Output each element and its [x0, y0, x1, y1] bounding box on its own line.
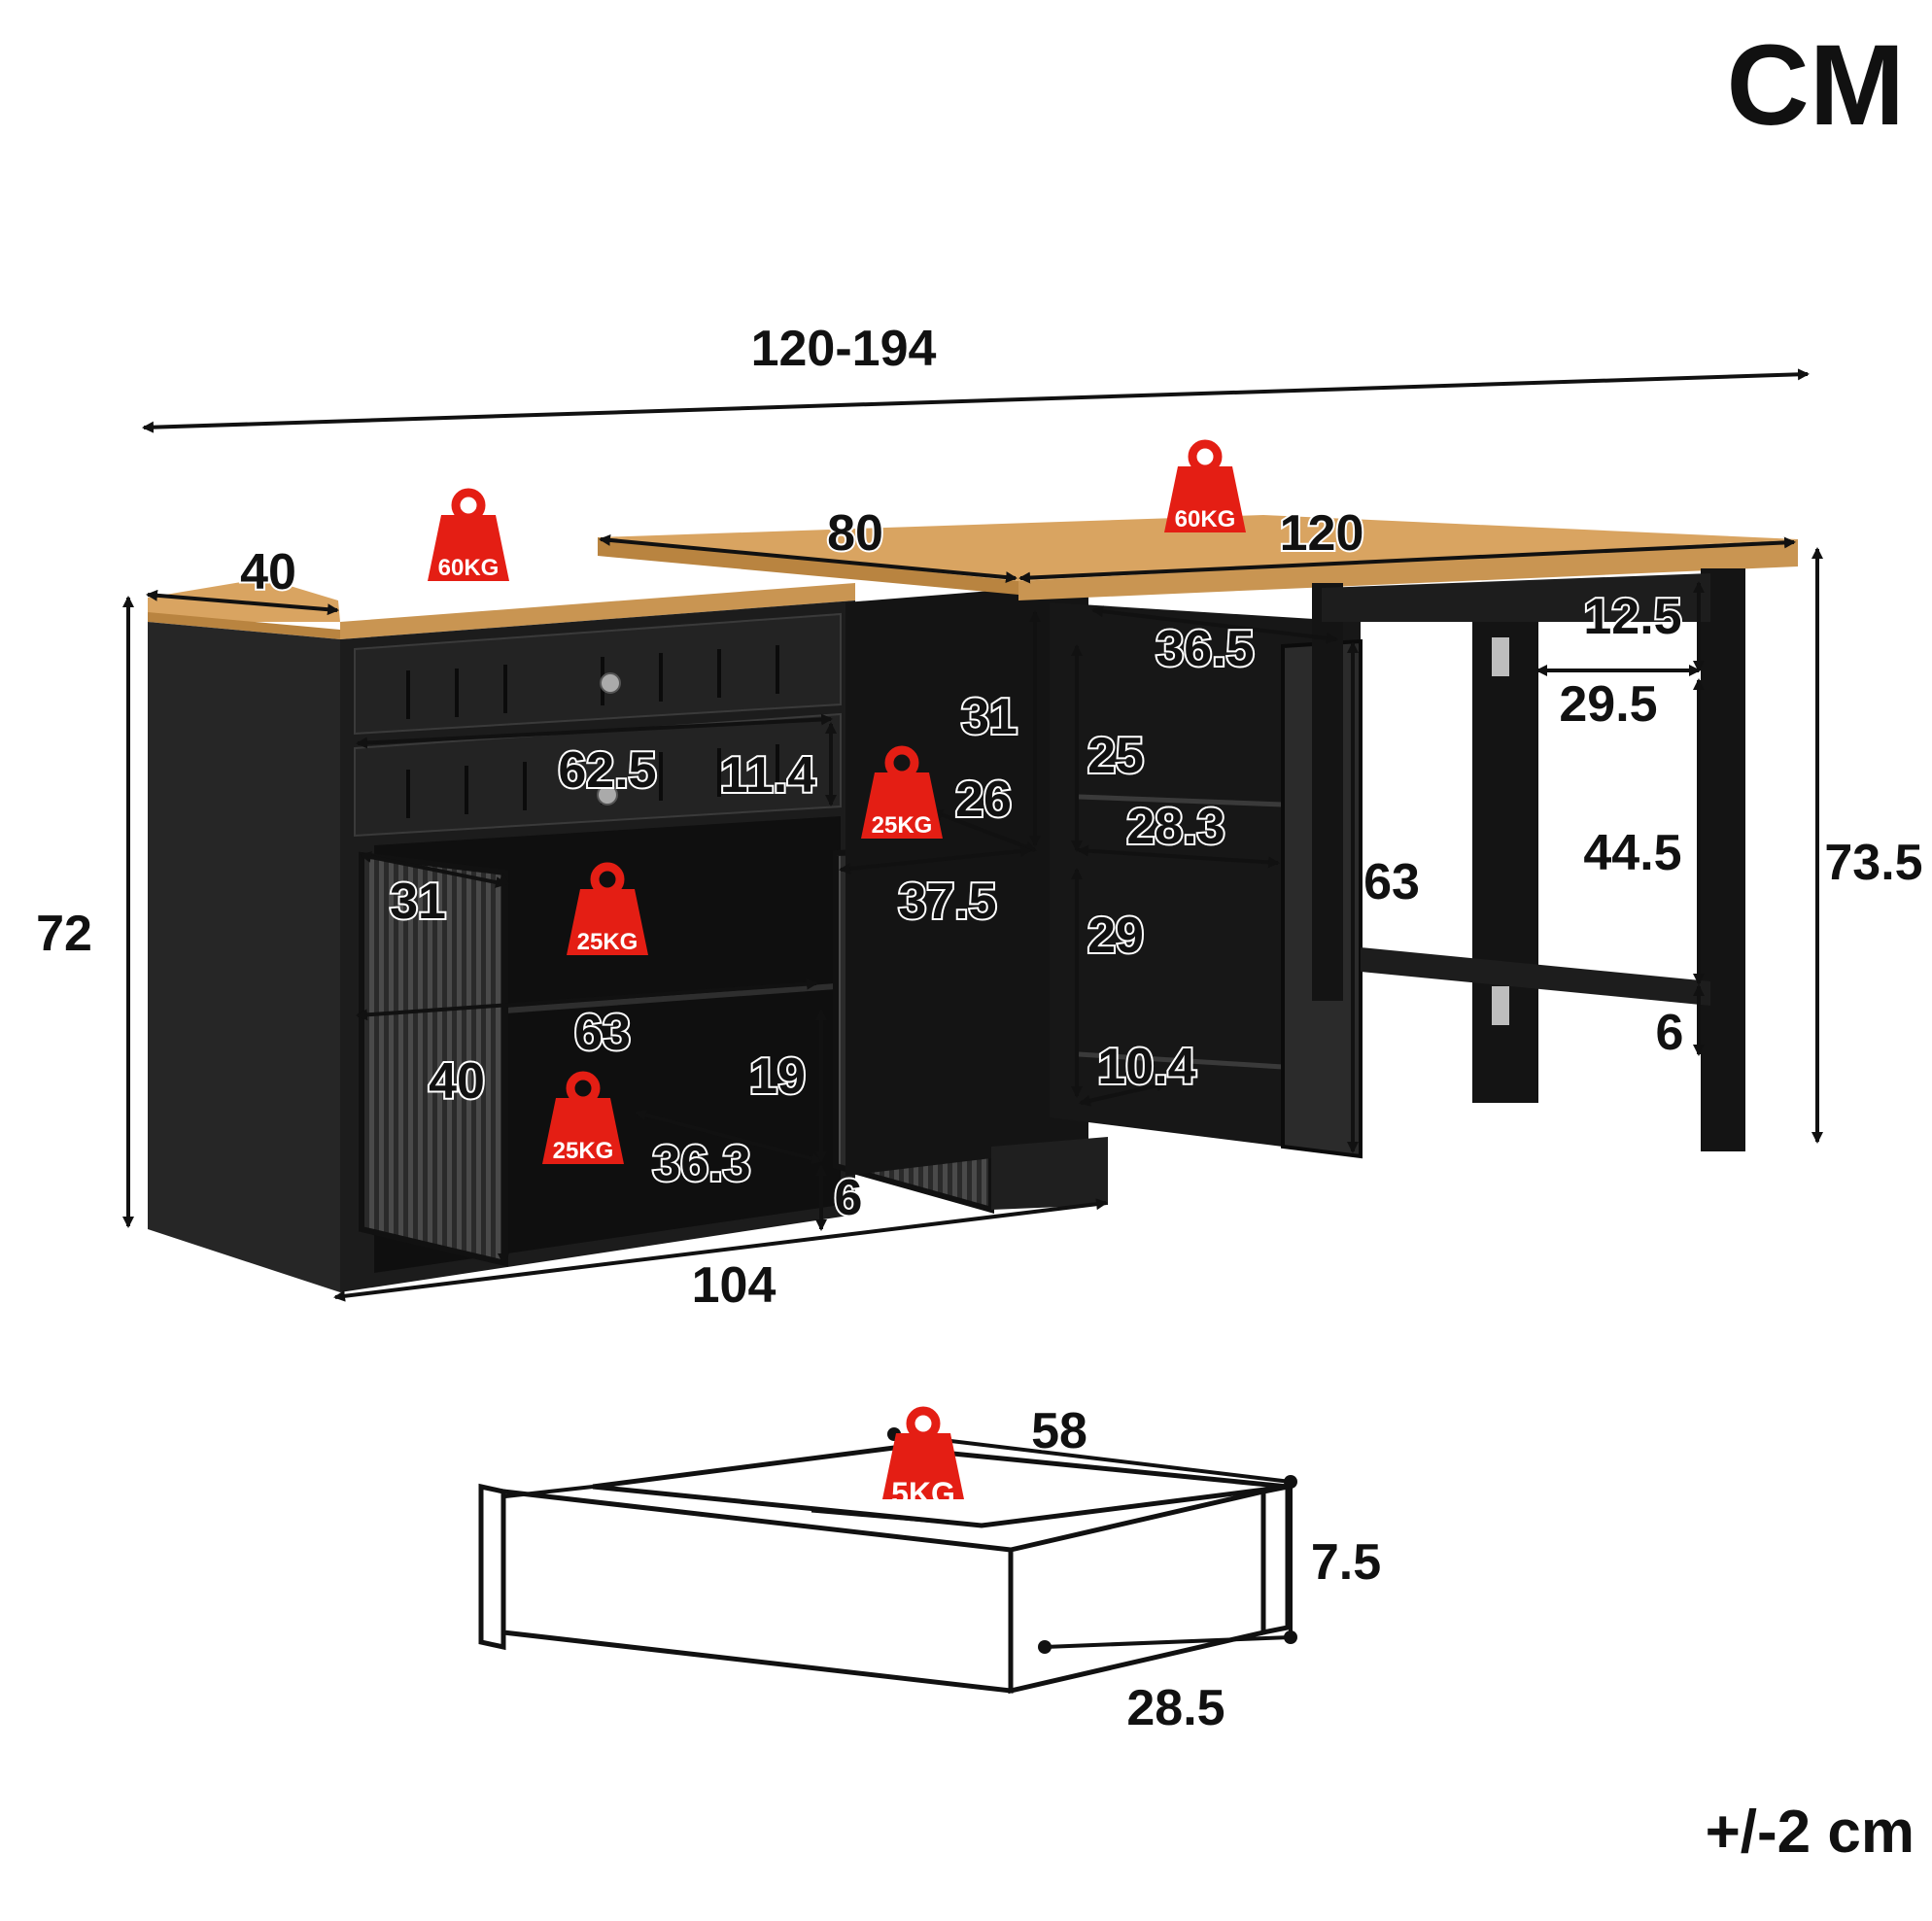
- desk-leg: [1701, 568, 1745, 1151]
- dim-side-cabinet-height: 63: [1363, 854, 1420, 910]
- cabinet-top-front: [340, 583, 855, 639]
- cabinet-top-side: [148, 612, 340, 639]
- cabinet-side-panel: [148, 622, 340, 1292]
- drawer-right-side: [1008, 1488, 1266, 1695]
- dim-cabinet-length: 104: [692, 1257, 776, 1314]
- dim-middle-shelf-width: 37.5: [898, 874, 996, 930]
- dim-middle-upper-height: 31: [961, 689, 1018, 745]
- unit-title: CM: [1726, 21, 1905, 150]
- dim-drawer-depth: 28.5: [1126, 1680, 1225, 1736]
- dim-desk-length: 120: [1280, 505, 1364, 562]
- weight-label-cabinet-top: 60KG: [438, 555, 500, 581]
- knob-icon[interactable]: [597, 784, 618, 806]
- dim-side-top-depth: 36.5: [1156, 621, 1254, 677]
- desk-rail: [1322, 573, 1710, 622]
- desk-rail: [1361, 947, 1710, 1006]
- dimension-lines: [122, 368, 1823, 1649]
- middle-compartment: [845, 583, 1088, 1176]
- tolerance-note: +/-2 cm: [1705, 1799, 1915, 1866]
- hinge-icon: [1492, 986, 1509, 1025]
- side-shelf-lower: [1078, 1051, 1284, 1070]
- dim-base-height: 6: [835, 1170, 863, 1226]
- dim-leg-span: 29.5: [1559, 676, 1657, 733]
- dim-side-upper-height: 25: [1087, 728, 1144, 784]
- drawer-diagram: [478, 1445, 1291, 1695]
- dim-drawer-inner-width: 62.5: [558, 742, 656, 799]
- side-shelf-upper: [1078, 794, 1284, 807]
- dim-leg-bottom-gap: 6: [1656, 1005, 1684, 1061]
- dim-desk-depth: 80: [827, 505, 883, 562]
- weight-label-left-shelf: 25KG: [577, 929, 638, 955]
- hinge-icon: [1492, 637, 1509, 676]
- drawer-top[interactable]: [354, 612, 842, 736]
- dim-cabinet-depth: 40: [240, 544, 296, 600]
- dim-side-bottom-gap: 10.4: [1097, 1039, 1195, 1095]
- weight-label-lower-shelf: 25KG: [553, 1138, 614, 1164]
- drawer-corner: [1260, 1483, 1291, 1636]
- dim-drawer-inner-height: 11.4: [720, 747, 815, 804]
- weight-label-middle-shelf: 25KG: [872, 812, 933, 839]
- dim-desk-height: 73.5: [1824, 835, 1922, 891]
- dim-side-shelf-depth: 28.3: [1126, 799, 1225, 855]
- dim-drawer-length: 58: [1031, 1403, 1087, 1459]
- cabinet-base: [991, 1137, 1108, 1210]
- dim-lower-shelf-depth: 36.3: [652, 1136, 750, 1192]
- weight-label-desk-top: 60KG: [1175, 506, 1236, 532]
- dim-middle-gap: 26: [955, 772, 1012, 828]
- dim-leg-mid-height: 44.5: [1583, 825, 1681, 881]
- desk-leg: [1312, 583, 1343, 1001]
- dim-shelf-width: 63: [574, 1005, 631, 1061]
- dim-left-compartment-height: 40: [429, 1053, 485, 1110]
- dim-cabinet-height: 72: [36, 906, 92, 962]
- weight-label-drawer: 5KG: [891, 1476, 955, 1511]
- dim-left-door-width: 31: [390, 874, 446, 930]
- knob-icon[interactable]: [600, 672, 621, 694]
- dim-leg-top-gap: 12.5: [1583, 589, 1681, 645]
- dim-total-length: 120-194: [751, 321, 937, 377]
- dim-side-lower-height: 29: [1087, 908, 1144, 964]
- dim-lower-clearance: 19: [749, 1048, 806, 1105]
- dim-drawer-height: 7.5: [1311, 1534, 1381, 1591]
- drawer-left-side: [478, 1483, 506, 1651]
